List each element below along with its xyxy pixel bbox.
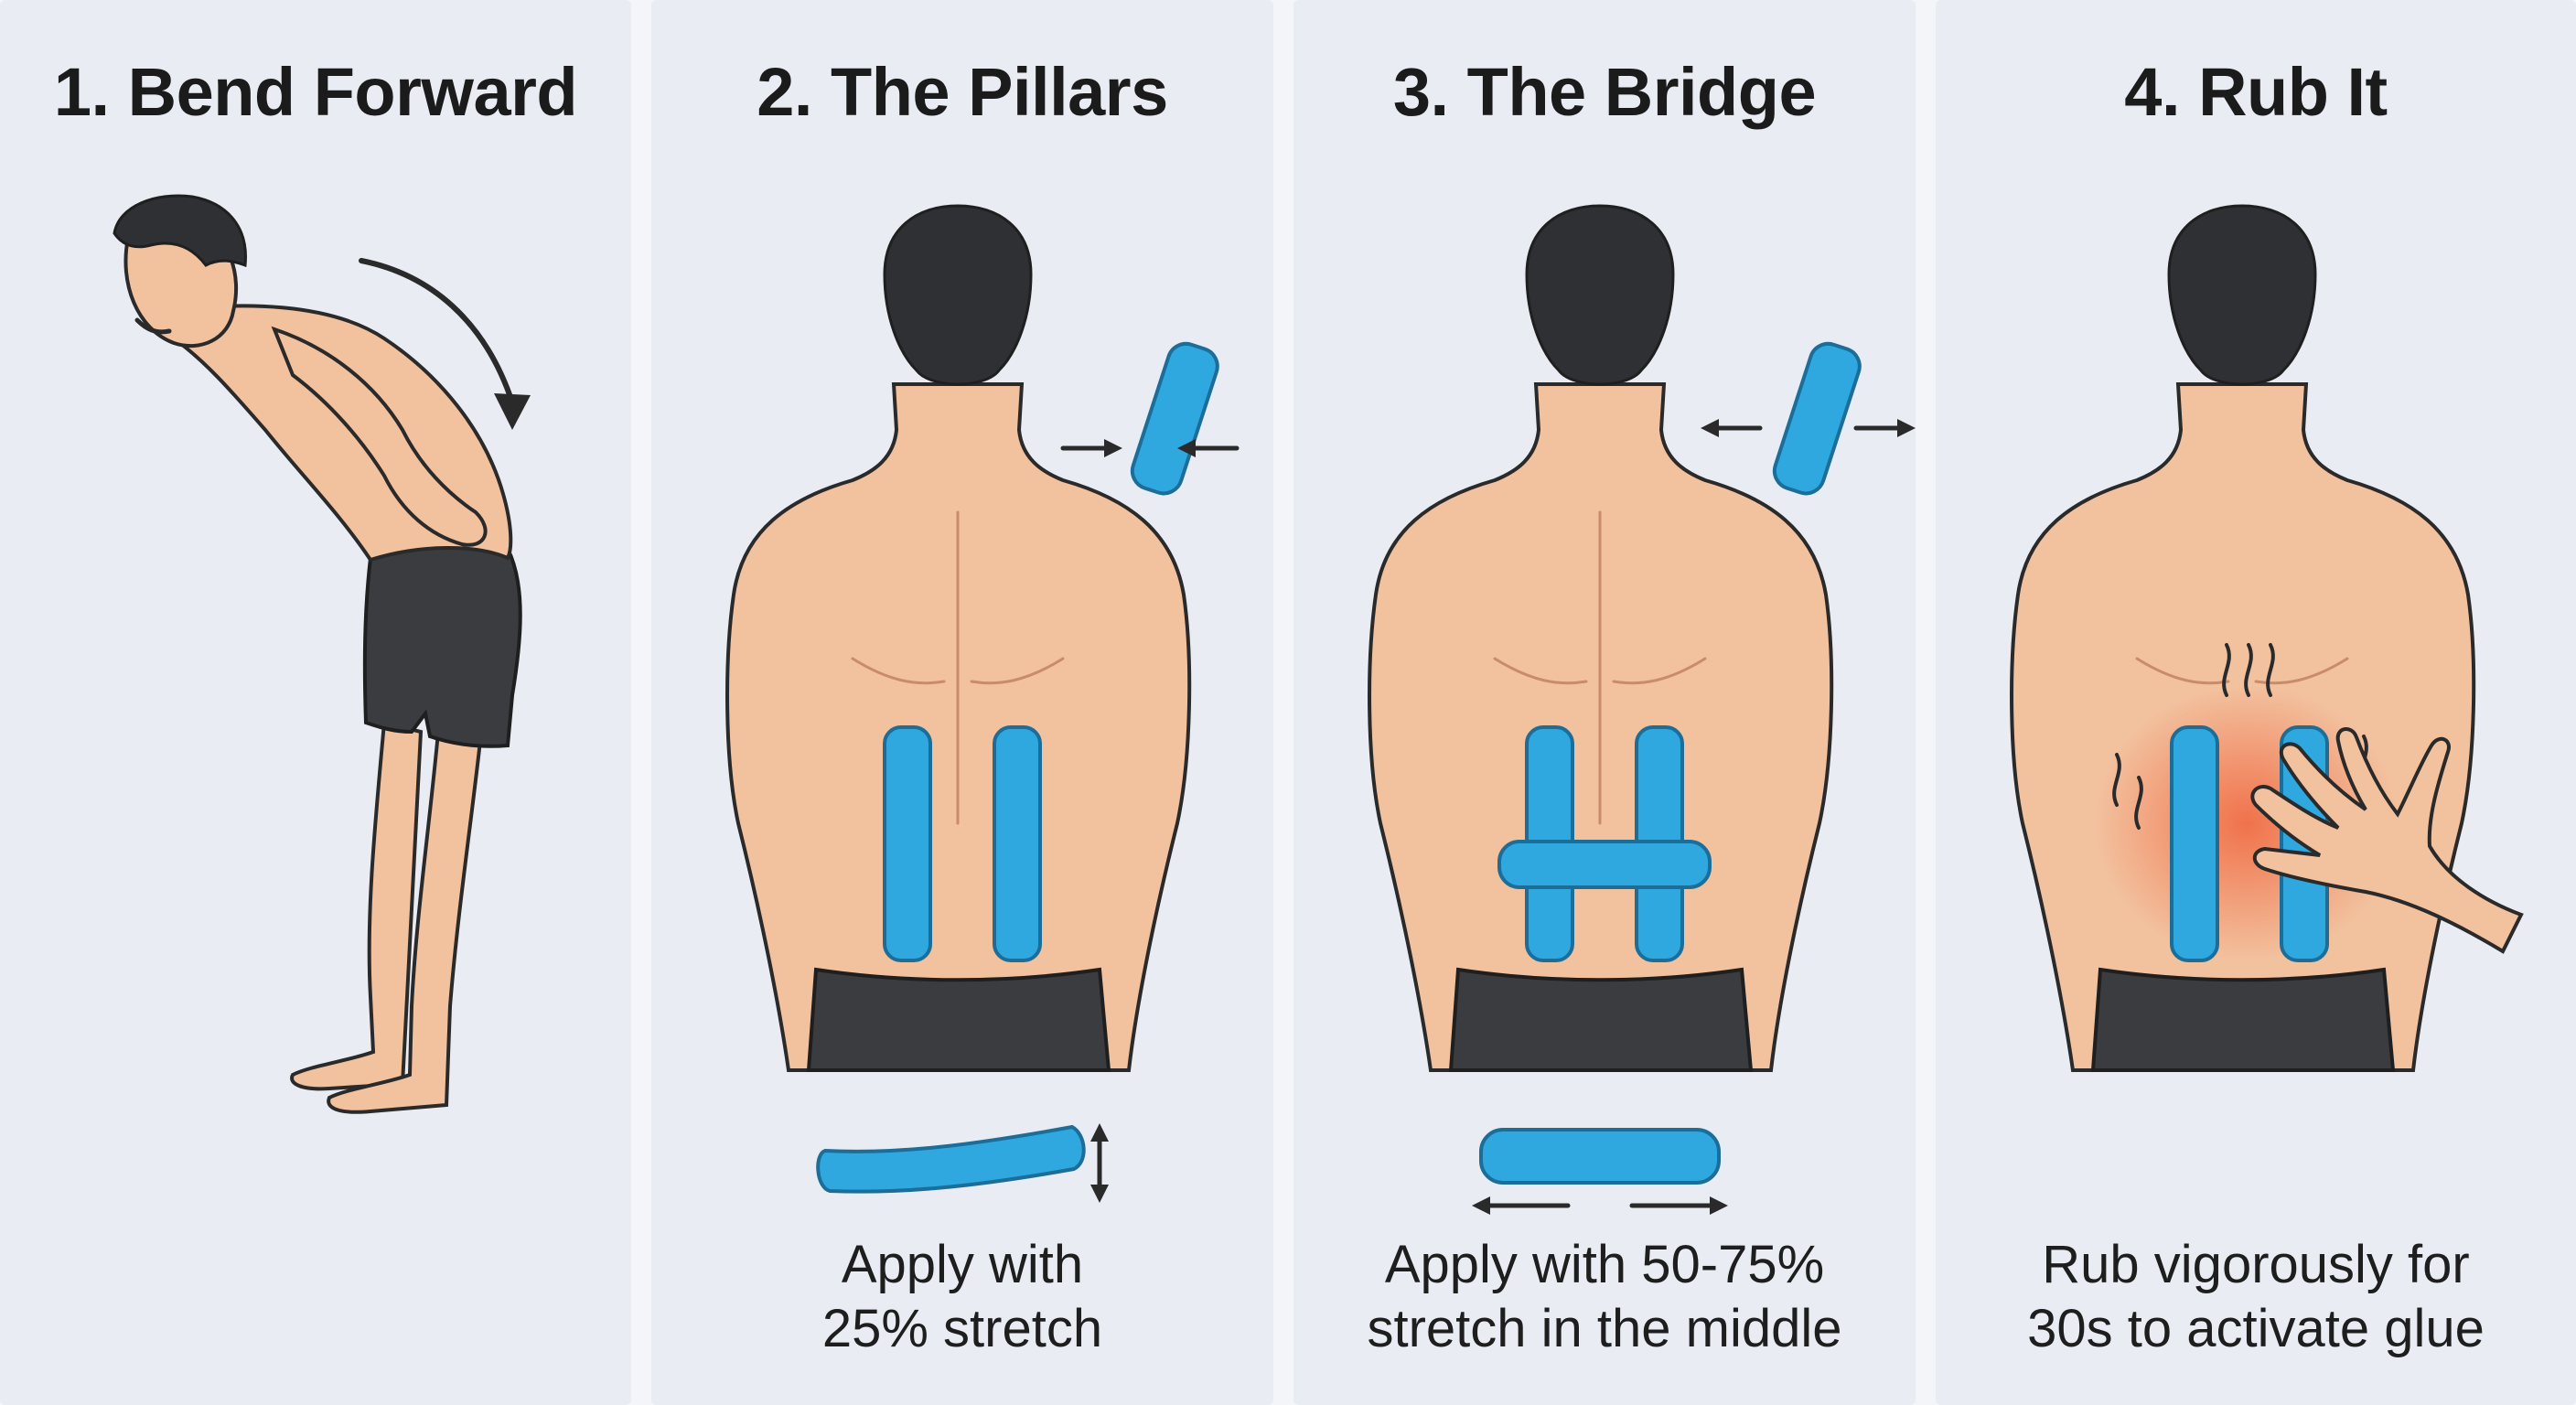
panel-title: 3. The Bridge (1392, 54, 1817, 130)
pillars-illustration (725, 204, 1240, 1203)
panel-bend-forward: 1. Bend Forward (0, 0, 631, 1405)
bend-arrow-icon (359, 258, 515, 405)
caption-line-2: 30s to activate glue (2027, 1299, 2485, 1358)
panel-the-bridge: 3. The Bridge Apply with 50-75% stretch (1293, 0, 1916, 1405)
caption: Apply with 25% stretch (651, 1233, 1273, 1361)
caption-line-1: Rub vigorously for (2042, 1235, 2470, 1294)
caption: Apply with 50-75% stretch in the middle (1293, 1233, 1916, 1361)
hand-icon (2250, 727, 2524, 954)
tape-strip-icon (1130, 341, 1219, 496)
panel-the-pillars: 2. The Pillars Apply with (651, 0, 1273, 1405)
bridge-illustration (1368, 204, 1916, 1215)
tape-strip-left (883, 725, 932, 962)
tape-strip-right (993, 725, 1042, 962)
caption-line-1: Apply with (841, 1235, 1084, 1294)
caption-line-2: 25% stretch (821, 1299, 1103, 1358)
caption-line-2: stretch in the middle (1367, 1299, 1842, 1358)
hair (113, 194, 247, 268)
tape-strip-bridge (1497, 840, 1712, 889)
panel-title: 2. The Pillars (757, 54, 1168, 130)
bend-forward-illustration (113, 194, 531, 1114)
caption: Rub vigorously for 30s to activate glue (1936, 1233, 2576, 1361)
heat-wave-icon (2112, 643, 2368, 830)
panel-title: 1. Bend Forward (53, 54, 578, 130)
panel-rub-it: 4. Rub It (1936, 0, 2576, 1405)
caption-line-1: Apply with 50-75% (1384, 1235, 1825, 1294)
shorts (362, 537, 522, 748)
tape-strip-icon (1772, 341, 1862, 496)
rub-illustration (2010, 204, 2524, 1072)
panel-title: 4. Rub It (2124, 54, 2388, 130)
